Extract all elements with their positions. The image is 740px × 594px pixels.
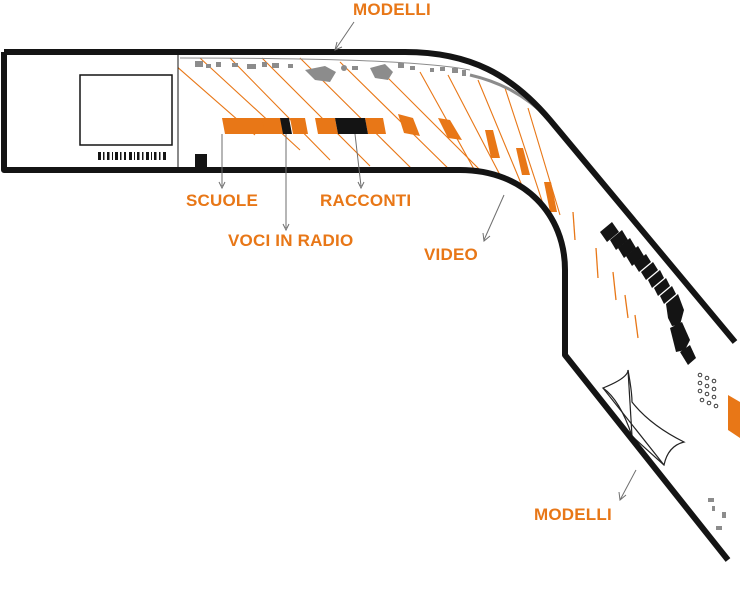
column-block: [195, 154, 207, 167]
dot-grid: [697, 372, 719, 409]
ray-ticks: [572, 211, 639, 339]
label-video: VIDEO: [424, 245, 478, 264]
video-screens: [222, 114, 740, 438]
radio-units: [280, 118, 368, 134]
label-modelli-bottom: MODELLI: [534, 505, 612, 524]
label-voci-in-radio: VOCI IN RADIO: [228, 231, 354, 250]
models-bottom: [708, 498, 726, 530]
schools-blocks: [600, 222, 696, 365]
pointer-heads: [218, 41, 627, 501]
pointer-lines: [221, 21, 637, 501]
building-outline: [1, 49, 738, 562]
models-top: [195, 61, 466, 82]
barcode-strip: [98, 152, 166, 160]
label-scuole: SCUOLE: [186, 191, 259, 210]
screening-room: [79, 74, 173, 146]
label-racconti: RACCONTI: [320, 191, 412, 210]
models-top-rail-thin: [179, 57, 471, 71]
label-modelli-top: MODELLI: [353, 0, 431, 19]
